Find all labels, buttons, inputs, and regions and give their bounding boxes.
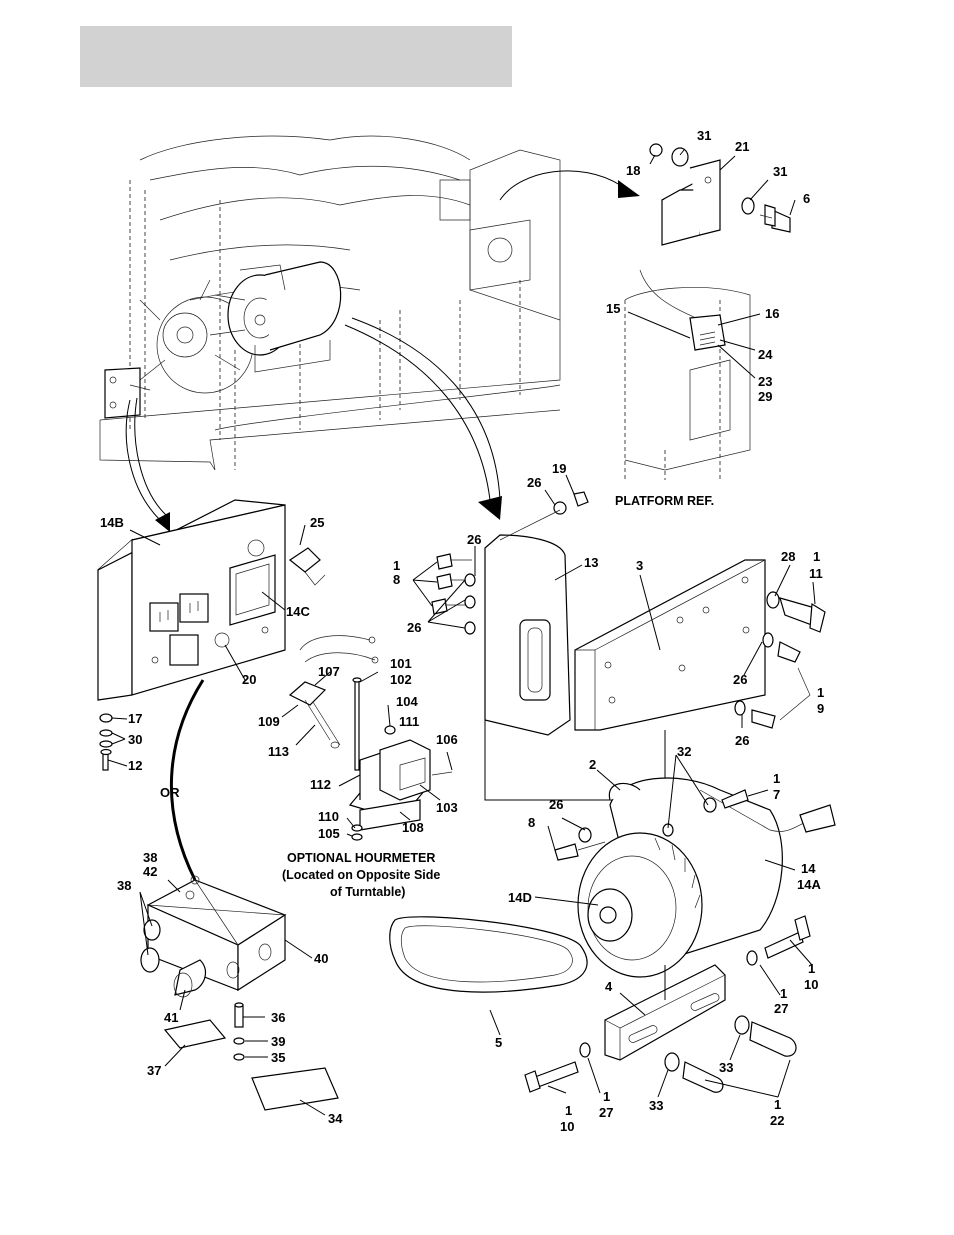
bracket-4 — [524, 915, 811, 1093]
callout-10: 10 — [804, 977, 818, 992]
callout-33: 33 — [719, 1060, 733, 1075]
callout-19: 19 — [552, 461, 566, 476]
belt-5 — [389, 916, 588, 993]
callout-22: 22 — [770, 1113, 784, 1128]
callout-26: 26 — [467, 532, 481, 547]
hourmeter-note-line3: of Turntable) — [330, 885, 405, 899]
callout-42: 42 — [143, 864, 157, 879]
callout-14A: 14A — [797, 877, 821, 892]
callout-1: 1 — [780, 986, 787, 1001]
callout-107: 107 — [318, 664, 340, 679]
relay-assembly — [649, 143, 791, 246]
outlet-box-14B — [97, 499, 326, 701]
platform-ref-label: PLATFORM REF. — [615, 494, 714, 508]
callout-24: 24 — [758, 347, 773, 362]
callout-25: 25 — [310, 515, 324, 530]
callout-104: 104 — [396, 694, 418, 709]
callout-26: 26 — [407, 620, 421, 635]
callout-27: 27 — [774, 1001, 788, 1016]
callout-17: 17 — [128, 711, 142, 726]
hourmeter-note-line2: (Located on Opposite Side — [282, 868, 440, 882]
junction-box-40 — [140, 875, 339, 1111]
callout-14: 14 — [801, 861, 816, 876]
callout-12: 12 — [128, 758, 142, 773]
callout-13: 13 — [584, 555, 598, 570]
callout-26: 26 — [735, 733, 749, 748]
callout-3: 3 — [636, 558, 643, 573]
callout-8: 8 — [393, 572, 400, 587]
callout-38: 38 — [117, 878, 131, 893]
callout-27: 27 — [599, 1105, 613, 1120]
callout-35: 35 — [271, 1050, 285, 1065]
callout-14B: 14B — [100, 515, 124, 530]
callout-30: 30 — [128, 732, 142, 747]
callout-26: 26 — [733, 672, 747, 687]
callout-1: 1 — [813, 549, 820, 564]
hardware-17-30-12 — [99, 713, 113, 771]
callout-1: 1 — [393, 558, 400, 573]
hourmeter-assembly — [288, 635, 453, 841]
callout-102: 102 — [390, 672, 412, 687]
callout-1: 1 — [808, 961, 815, 976]
platform-ref — [624, 269, 751, 480]
callout-23: 23 — [758, 374, 772, 389]
callout-1: 1 — [603, 1089, 610, 1104]
callout-31: 31 — [773, 164, 787, 179]
callout-33: 33 — [649, 1098, 663, 1113]
callout-40: 40 — [314, 951, 328, 966]
callout-20: 20 — [242, 672, 256, 687]
callout-4: 4 — [605, 979, 613, 994]
callout-7: 7 — [773, 787, 780, 802]
callout-41: 41 — [164, 1010, 178, 1025]
callout-106: 106 — [436, 732, 458, 747]
callout-29: 29 — [758, 389, 772, 404]
callout-108: 108 — [402, 820, 424, 835]
callout-labels: 31 21 18 31 6 15 16 24 23 29 PLATFORM RE… — [100, 128, 824, 1134]
callout-1: 1 — [773, 771, 780, 786]
callout-36: 36 — [271, 1010, 285, 1025]
callout-arrows — [125, 170, 640, 881]
callout-109: 109 — [258, 714, 280, 729]
callout-38: 38 — [143, 850, 157, 865]
engine-assembly — [99, 135, 561, 471]
callout-101: 101 — [390, 656, 412, 671]
callout-1: 1 — [565, 1103, 572, 1118]
callout-5: 5 — [495, 1035, 502, 1050]
callout-11: 11 — [809, 566, 823, 581]
callout-15: 15 — [606, 301, 620, 316]
callout-37: 37 — [147, 1063, 161, 1078]
callout-1: 1 — [817, 685, 824, 700]
callout-14D: 14D — [508, 890, 532, 905]
callout-32: 32 — [677, 744, 691, 759]
callout-10: 10 — [560, 1119, 574, 1134]
callout-39: 39 — [271, 1034, 285, 1049]
mount-plates — [431, 491, 826, 801]
callout-OR: OR — [160, 785, 180, 800]
header-bar — [80, 26, 512, 87]
callout-28: 28 — [781, 549, 795, 564]
leader-lines — [107, 149, 816, 1116]
callout-34: 34 — [328, 1111, 343, 1126]
callout-105: 105 — [318, 826, 340, 841]
callout-111: 111 — [399, 714, 419, 729]
callout-16: 16 — [765, 306, 779, 321]
callout-8: 8 — [528, 815, 535, 830]
callout-1: 1 — [774, 1097, 781, 1112]
callout-21: 21 — [735, 139, 749, 154]
callout-26: 26 — [527, 475, 541, 490]
callout-113: 113 — [268, 744, 289, 759]
callout-6: 6 — [803, 191, 810, 206]
alternator-14 — [554, 777, 836, 978]
callout-2: 2 — [589, 757, 596, 772]
callout-103: 103 — [436, 800, 458, 815]
callout-31: 31 — [697, 128, 711, 143]
hourmeter-note-line1: OPTIONAL HOURMETER — [287, 851, 435, 865]
callout-26: 26 — [549, 797, 563, 812]
callout-18: 18 — [626, 163, 640, 178]
callout-110: 110 — [318, 809, 339, 824]
callout-112: 112 — [310, 777, 331, 792]
callout-9: 9 — [817, 701, 824, 716]
callout-14C: 14C — [286, 604, 310, 619]
